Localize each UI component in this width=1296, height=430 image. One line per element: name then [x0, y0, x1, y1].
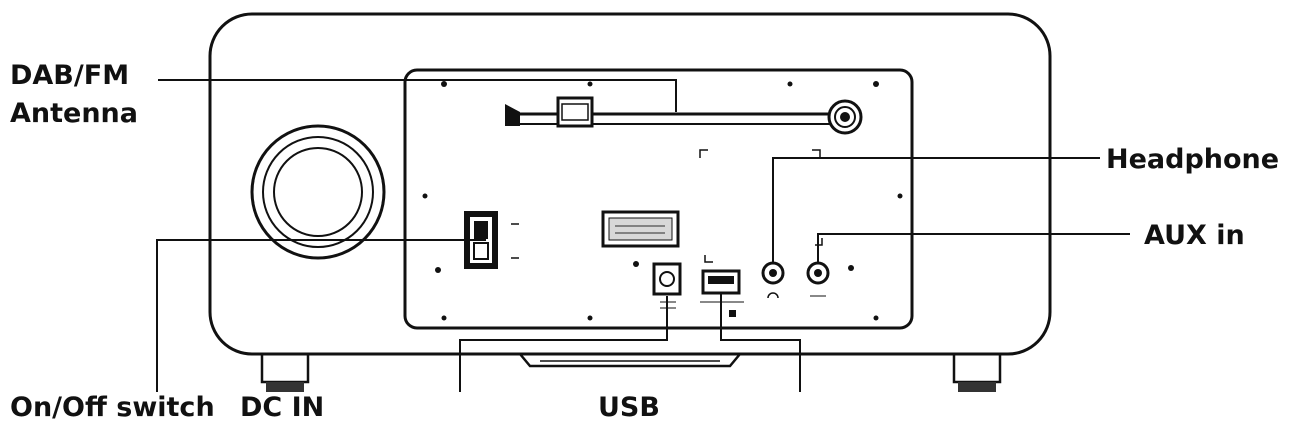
aux-in-jack[interactable]	[806, 261, 830, 297]
antenna-leader	[158, 79, 677, 112]
leader-lines	[156, 79, 1130, 392]
corner-marks	[699, 149, 823, 263]
panel-screws	[422, 81, 903, 321]
device-body	[208, 12, 1052, 356]
usb-label: USB	[598, 392, 660, 423]
on-off-switch-label: On/Off switch	[10, 392, 215, 423]
headphone-leader	[772, 157, 1100, 262]
aux-in-label: AUX in	[1144, 220, 1245, 251]
antenna	[505, 96, 863, 135]
rear-panel	[403, 68, 914, 330]
usb-port[interactable]	[700, 269, 744, 317]
antenna-label-line1: DAB/FM	[10, 60, 129, 91]
speaker	[250, 124, 386, 260]
center-base	[519, 353, 741, 368]
aux-in-leader	[817, 233, 1130, 262]
usb-leader-left	[459, 296, 668, 392]
rating-label-plate	[601, 210, 680, 248]
antenna-label-line2: Antenna	[10, 98, 138, 129]
dc-in-label: DC IN	[240, 392, 324, 423]
right-foot	[952, 352, 1002, 392]
on-off-leader	[156, 239, 486, 392]
usb-leader-right	[720, 294, 801, 392]
headphone-jack[interactable]	[761, 261, 785, 299]
left-foot	[260, 352, 310, 392]
headphone-label: Headphone	[1106, 144, 1279, 175]
dc-in-jack[interactable]	[652, 262, 682, 309]
